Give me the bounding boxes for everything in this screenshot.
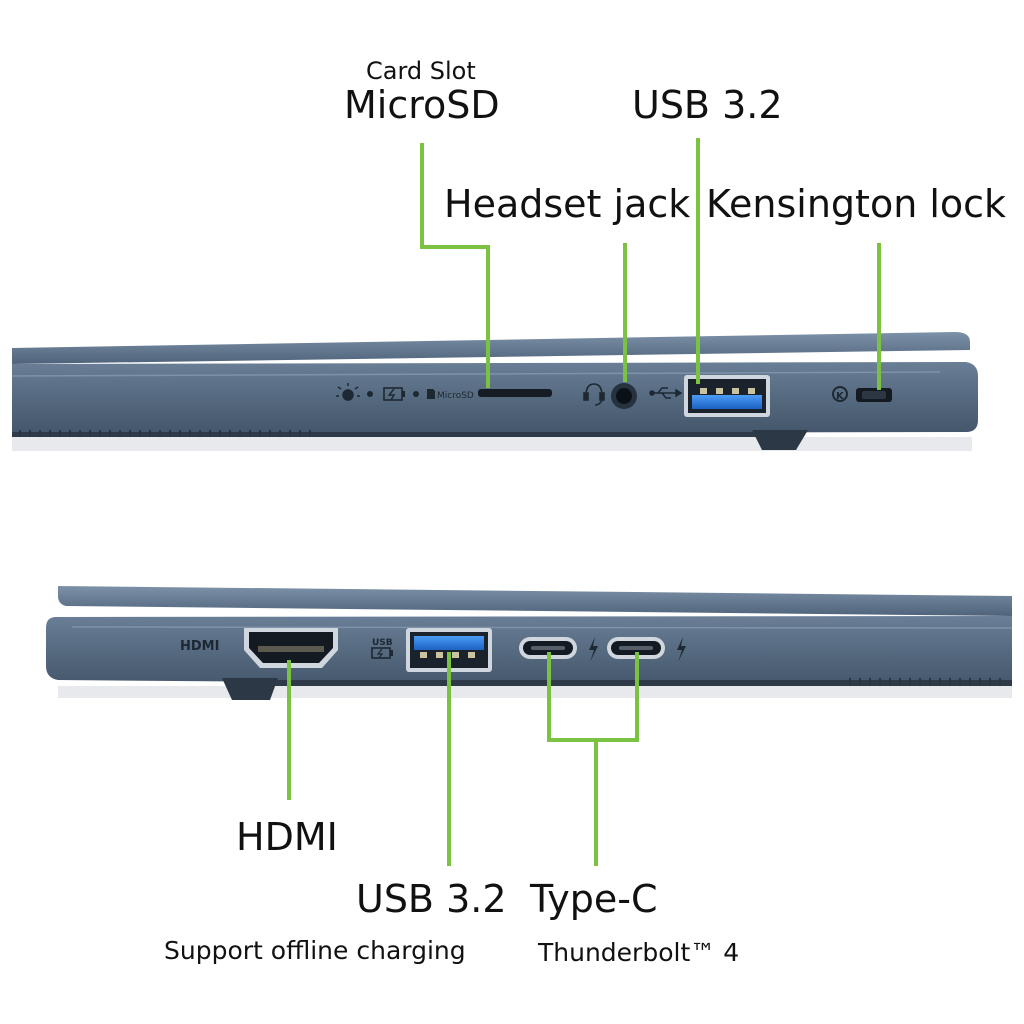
usb-icon [649,387,683,399]
bottom-callout-lines [287,652,639,866]
usb-a-port-top [684,375,770,417]
thunderbolt-icon [589,637,598,662]
kensington-lock-label: Kensington lock [706,182,1007,226]
usb-a-port-bottom [406,628,492,672]
sd-card-icon [427,389,435,399]
laptop-bottom-side-view: HDMI USB [46,586,1013,700]
type-c-port-1 [519,637,577,659]
battery-charging-icon [383,387,405,401]
typec-callout-line [547,652,639,742]
charge-led [413,391,419,397]
hdmi-port [244,628,338,668]
headset-jack-label: Headset jack [444,182,691,226]
microsd-engraving: MicroSD [437,391,474,401]
kensington-icon: K [832,386,848,402]
card-slot-caption: Card Slot [366,57,476,85]
hdmi-label: HDMI [236,815,338,859]
svg-text:K: K [836,391,845,402]
rubber-foot [222,678,278,700]
status-led [367,391,373,397]
thunderbolt-caption: Thunderbolt™ 4 [538,938,740,967]
laptop-top-side-view: MicroSD [11,332,978,451]
vent-slots [19,430,311,437]
microsd-label: MicroSD [344,83,500,127]
offline-charging-caption: Support offline charging [164,936,466,965]
microsd-callout-line [420,143,490,388]
usb-battery-icon: USB [371,638,393,659]
thunderbolt-icon [677,637,686,662]
vent-slots [849,678,1001,686]
hdmi-logo: HDMI [180,639,219,654]
microsd-slot [478,389,552,397]
light-icon [336,383,360,401]
usb-bottom-label: USB 3.2 [356,877,507,921]
rubber-foot [752,430,808,450]
headset-icon [583,383,605,406]
top-callout-lines [420,138,881,390]
type-c-label: Type-C [530,877,658,921]
type-c-port-2 [607,637,665,659]
svg-text:USB: USB [372,638,393,648]
usb-top-label: USB 3.2 [632,83,783,127]
